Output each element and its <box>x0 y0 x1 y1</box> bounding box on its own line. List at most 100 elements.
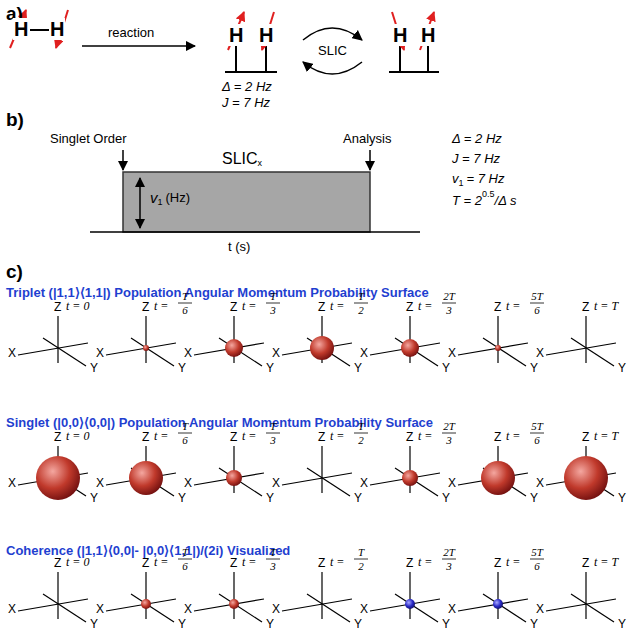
time-fraction: 3 <box>270 560 276 572</box>
time-fraction: 3 <box>446 304 452 316</box>
axis-label: Z <box>54 301 61 314</box>
probability-sphere <box>141 599 151 609</box>
axis-label: Z <box>406 557 413 570</box>
axis-label: X <box>272 603 280 616</box>
time-label: t = <box>506 556 520 569</box>
axis-label: Z <box>494 557 501 570</box>
probability-sphere <box>229 599 239 609</box>
time-label: t = T <box>594 430 618 443</box>
axis-label: Y <box>618 618 626 631</box>
sequence-label: Singlet Order <box>50 132 127 146</box>
axis-line <box>307 468 350 496</box>
axis-line <box>219 594 262 622</box>
fraction-bar <box>442 559 456 560</box>
axis-label: X <box>536 603 544 616</box>
axes-panel <box>18 572 88 622</box>
probability-sphere <box>402 470 418 486</box>
axis-label: X <box>184 347 192 360</box>
axis-label: Y <box>442 492 450 505</box>
time-fraction: 6 <box>182 560 188 572</box>
fraction-bar <box>178 303 192 304</box>
time-fraction: 5T <box>531 420 543 432</box>
time-label: t = <box>330 556 344 569</box>
axis-label: Y <box>90 362 98 375</box>
parameter-label: Δ = 2 Hz <box>452 132 502 146</box>
subscript: x <box>258 159 263 169</box>
axis-line <box>233 572 234 619</box>
axis-label: X <box>184 477 192 490</box>
process-label: reaction <box>108 26 154 40</box>
time-fraction: 6 <box>534 560 540 572</box>
axis-line <box>57 572 58 619</box>
subscript: 1 <box>158 198 163 208</box>
axis-label: Y <box>530 492 538 505</box>
time-label: t = 0 <box>66 430 89 443</box>
time-label: t = <box>242 556 256 569</box>
axes-panel <box>546 572 616 622</box>
time-label: t = <box>418 556 432 569</box>
probability-sphere <box>401 339 419 357</box>
fraction-bar <box>178 559 192 560</box>
axis-label: Z <box>582 557 589 570</box>
fraction-bar <box>354 559 368 560</box>
axis-line <box>585 316 586 363</box>
axis-line <box>571 338 614 366</box>
time-label: t = <box>242 430 256 443</box>
fraction-bar <box>266 433 280 434</box>
probability-sphere <box>225 339 243 357</box>
axis-label: X <box>448 347 456 360</box>
axis-label: X <box>536 347 544 360</box>
time-fraction: 5T <box>531 290 543 302</box>
superscript: 0.5 <box>482 190 495 200</box>
axis-line <box>43 338 86 366</box>
time-fraction: T <box>182 546 188 558</box>
axis-label: Y <box>354 618 362 631</box>
sequence-label: (Hz) <box>166 191 191 205</box>
axis-line <box>219 338 262 366</box>
axis-line <box>585 572 586 619</box>
axis-label: X <box>272 477 280 490</box>
time-fraction: 3 <box>446 560 452 572</box>
time-label: t = <box>506 430 520 443</box>
time-label: t = <box>506 300 520 313</box>
axis-line <box>57 316 58 363</box>
axis-label: Z <box>230 557 237 570</box>
axis-label: Y <box>354 492 362 505</box>
time-fraction: T <box>270 420 276 432</box>
atom-label: H <box>228 24 244 46</box>
axis-label: X <box>360 347 368 360</box>
fraction-bar <box>266 303 280 304</box>
time-fraction: 2 <box>358 560 364 572</box>
axis-label: Y <box>442 362 450 375</box>
atom-label: H <box>13 18 29 40</box>
time-label: t = 0 <box>66 556 89 569</box>
parameter-label: J = 7 Hz <box>222 96 270 110</box>
axis-label: Y <box>618 362 626 375</box>
pulse-sequence <box>90 150 420 232</box>
axis-label: Y <box>442 618 450 631</box>
fraction-bar <box>530 433 544 434</box>
axis-label: Z <box>142 557 149 570</box>
axis-label: Z <box>406 431 413 444</box>
subscript: 1 <box>459 179 464 189</box>
time-label: t = <box>418 300 432 313</box>
time-fraction: 2T <box>443 420 455 432</box>
time-label: t = <box>242 300 256 313</box>
axis-line <box>307 594 350 622</box>
axis-label: X <box>536 477 544 490</box>
axis-label: Z <box>230 431 237 444</box>
axis-label: Y <box>618 492 626 505</box>
axis-line <box>43 594 86 622</box>
axes-panel <box>18 446 88 500</box>
axis-label: Y <box>178 492 186 505</box>
fraction-bar <box>354 433 368 434</box>
time-fraction: T <box>358 546 364 558</box>
panel-letter: c) <box>6 262 23 283</box>
axis-label: Y <box>266 618 274 631</box>
probability-panels <box>18 303 616 622</box>
atom-label: H <box>392 24 408 46</box>
time-label: t = <box>154 300 168 313</box>
axes-panel <box>546 446 616 500</box>
axis-label: X <box>96 603 104 616</box>
row-title: Singlet (|0,0⟩⟨0,0|) Population Angular … <box>6 416 433 430</box>
